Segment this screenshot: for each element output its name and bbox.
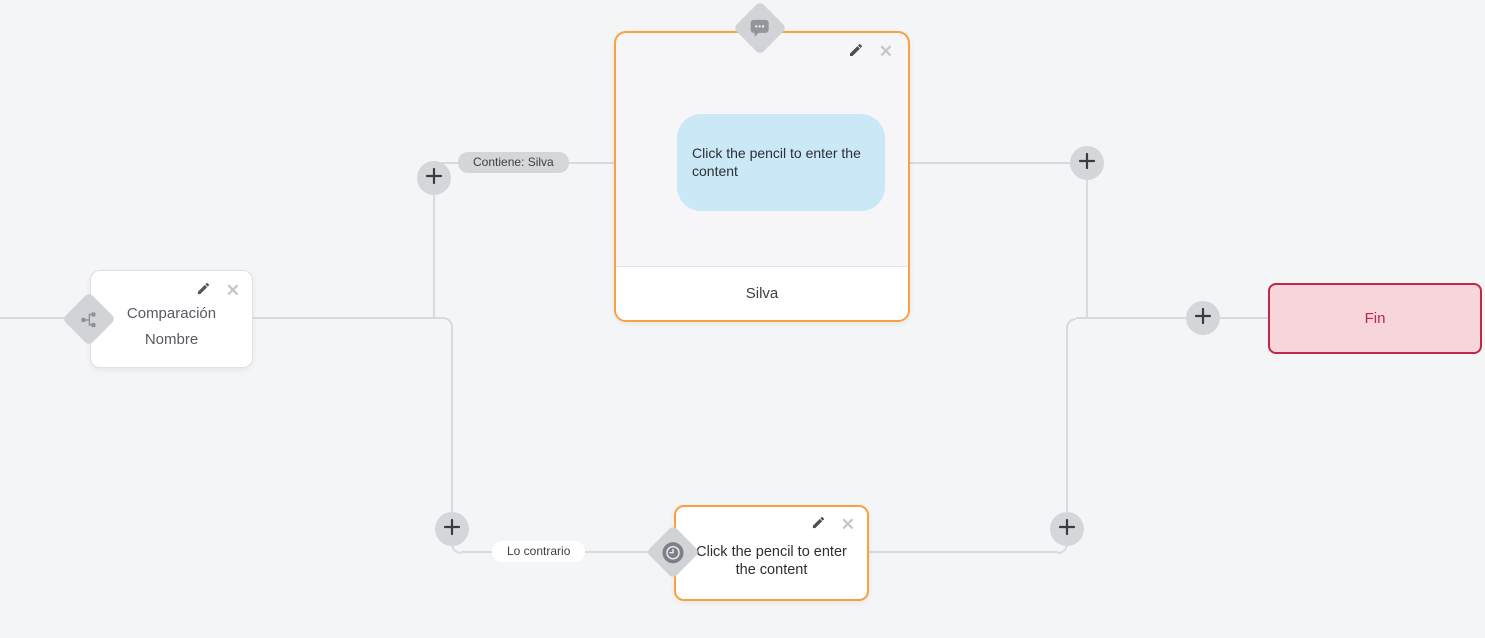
comparison-node-badge xyxy=(62,292,116,346)
branch-icon xyxy=(81,311,98,328)
plus-icon xyxy=(1193,306,1213,331)
delay-node[interactable]: ✕ Click the pencil to enter the content xyxy=(674,505,869,601)
edge-message-out xyxy=(909,162,1078,164)
edit-node-button[interactable] xyxy=(848,42,864,61)
comparison-subtitle: Nombre xyxy=(144,330,199,348)
plus-icon xyxy=(1077,151,1097,176)
edge-message-down xyxy=(1086,172,1088,318)
delete-node-button[interactable]: ✕ xyxy=(841,516,855,533)
edge-to-end xyxy=(1076,317,1268,319)
message-placeholder: Click the pencil to enter the content xyxy=(677,114,885,211)
edge-label-contains: Contiene: Silva xyxy=(458,152,569,173)
delete-node-button[interactable]: ✕ xyxy=(226,282,240,299)
edge-corner xyxy=(1066,318,1076,328)
edge-label-otherwise: Lo contrario xyxy=(492,541,586,562)
pencil-icon xyxy=(848,42,864,61)
edge-corner xyxy=(451,544,461,554)
end-node[interactable]: Fin xyxy=(1268,283,1482,354)
add-node-button[interactable] xyxy=(1070,146,1104,180)
end-node-label: Fin xyxy=(1364,310,1386,327)
close-icon: ✕ xyxy=(225,280,240,300)
clock-icon xyxy=(662,541,685,564)
edit-node-button[interactable] xyxy=(196,281,211,299)
edit-node-button[interactable] xyxy=(811,515,826,533)
edge-branch-up xyxy=(433,171,435,318)
message-variable-label: Silva xyxy=(616,266,908,320)
delay-node-badge xyxy=(646,525,700,579)
pencil-icon xyxy=(811,515,826,533)
plus-icon xyxy=(1057,517,1077,542)
comparison-node[interactable]: ✕ Comparación Nombre xyxy=(90,270,253,368)
edge-delay-out xyxy=(868,551,1058,553)
add-node-button[interactable] xyxy=(435,512,469,546)
close-icon: ✕ xyxy=(878,42,893,61)
edge-delay-up xyxy=(1066,328,1068,544)
comparison-title: Comparación xyxy=(126,304,217,322)
pencil-icon xyxy=(196,281,211,299)
chat-bubble-icon xyxy=(750,19,770,38)
add-node-button[interactable] xyxy=(1186,301,1220,335)
delay-placeholder: Click the pencil to enter the content xyxy=(696,543,847,578)
add-node-button[interactable] xyxy=(1050,512,1084,546)
edge-entry xyxy=(0,317,72,319)
edge-comparison-out xyxy=(253,317,443,319)
message-node-badge xyxy=(733,1,787,55)
plus-icon xyxy=(424,166,444,191)
edge-branch-down xyxy=(451,326,453,544)
add-node-button[interactable] xyxy=(417,161,451,195)
edge-corner xyxy=(443,317,453,327)
delete-node-button[interactable]: ✕ xyxy=(879,43,893,60)
close-icon: ✕ xyxy=(840,514,855,534)
message-node[interactable]: ✕ Click the pencil to enter the content … xyxy=(614,31,910,322)
plus-icon xyxy=(442,517,462,542)
